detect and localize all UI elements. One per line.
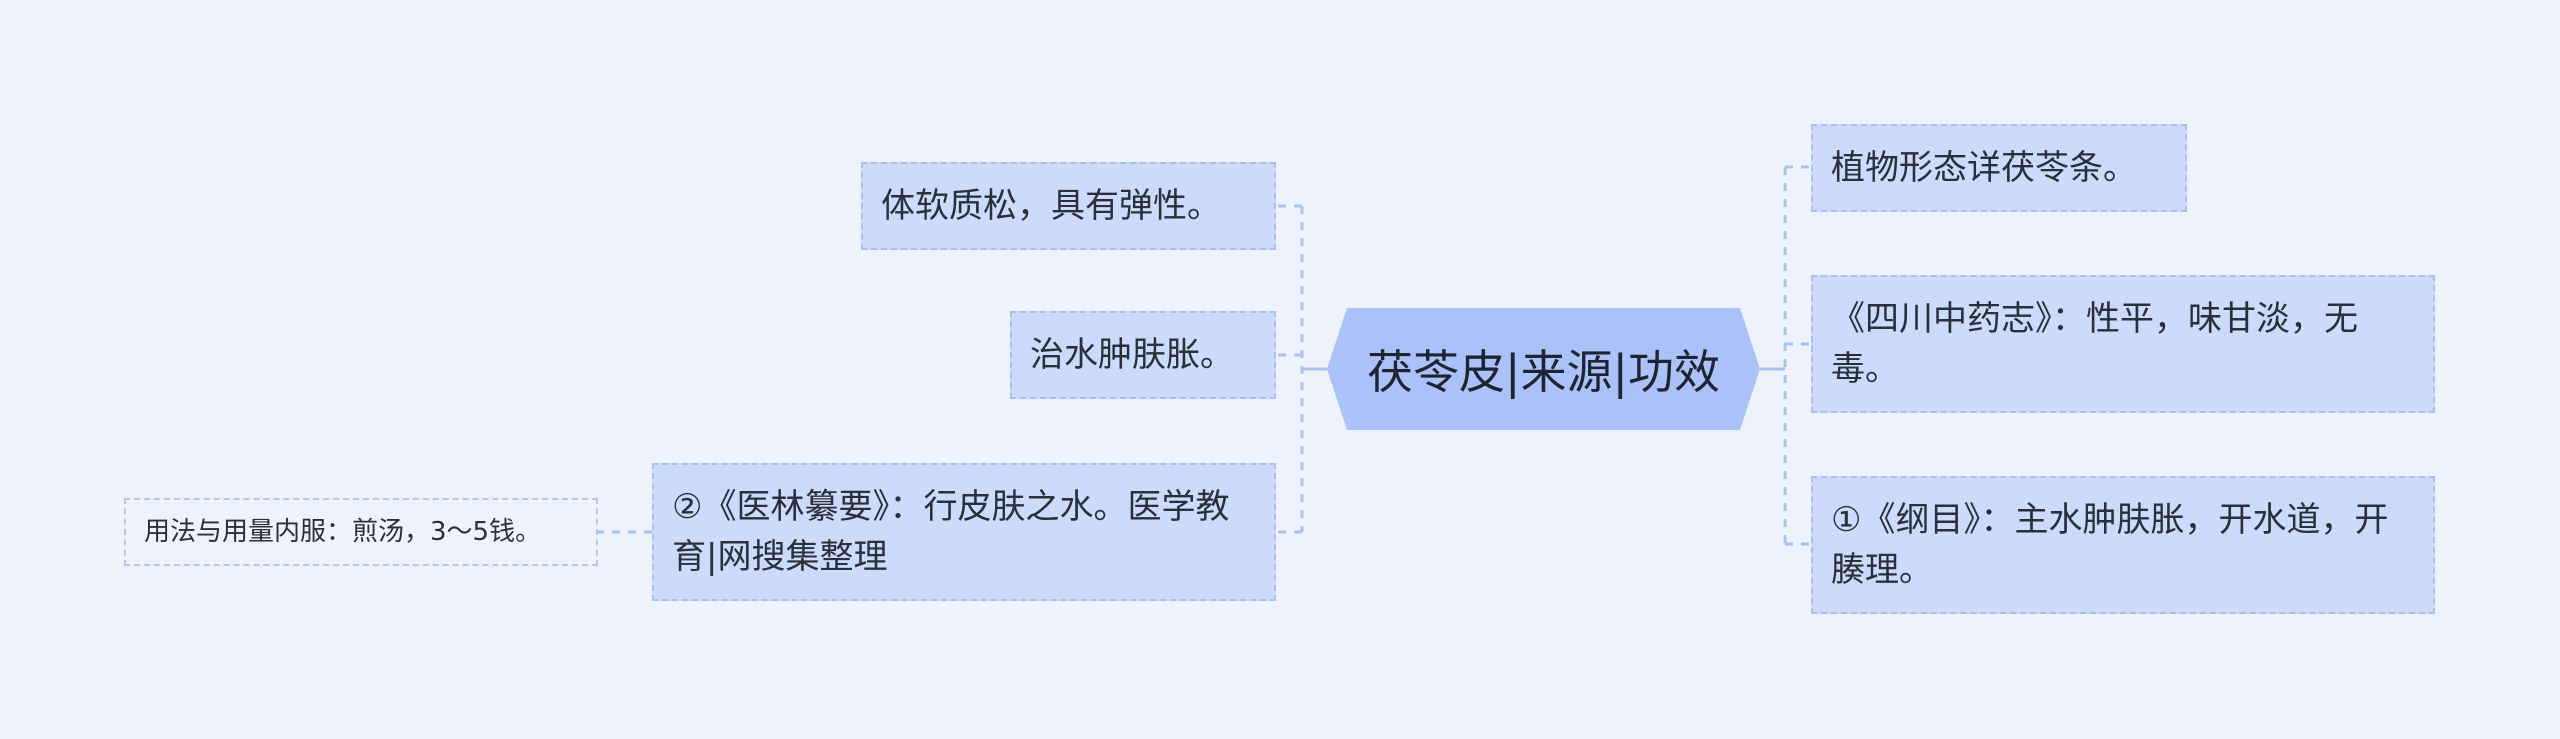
central-topic[interactable]: 茯苓皮|来源|功效 [1327,308,1760,430]
left-node-3-label: ②《医林纂要》：行皮肤之水。医学教育|网搜集整理 [672,487,1230,577]
left-node-2-label: 治水肿肤胀。 [1030,335,1234,375]
right-node-2[interactable]: 《四川中药志》：性平，味甘淡，无毒。 [1811,275,2435,413]
right-node-1[interactable]: 植物形态详茯苓条。 [1811,124,2187,212]
central-topic-shape [1327,308,1760,430]
left-node-2[interactable]: 治水肿肤胀。 [1010,311,1276,399]
right-node-3-label: ①《纲目》：主水肿肤胀，开水道，开腠理。 [1831,500,2389,590]
left-leaf-node-label: 用法与用量内服：煎汤，3～5钱。 [144,517,542,547]
right-node-2-label: 《四川中药志》：性平，味甘淡，无毒。 [1831,299,2358,389]
left-node-1-label: 体软质松，具有弹性。 [881,186,1221,226]
right-node-3[interactable]: ①《纲目》：主水肿肤胀，开水道，开腠理。 [1811,476,2435,614]
right-node-1-label: 植物形态详茯苓条。 [1831,148,2137,188]
central-topic-label: 茯苓皮|来源|功效 [1367,345,1720,399]
left-node-1[interactable]: 体软质松，具有弹性。 [861,162,1276,250]
left-leaf-node[interactable]: 用法与用量内服：煎汤，3～5钱。 [124,498,598,566]
left-node-3[interactable]: ②《医林纂要》：行皮肤之水。医学教育|网搜集整理 [652,463,1276,601]
